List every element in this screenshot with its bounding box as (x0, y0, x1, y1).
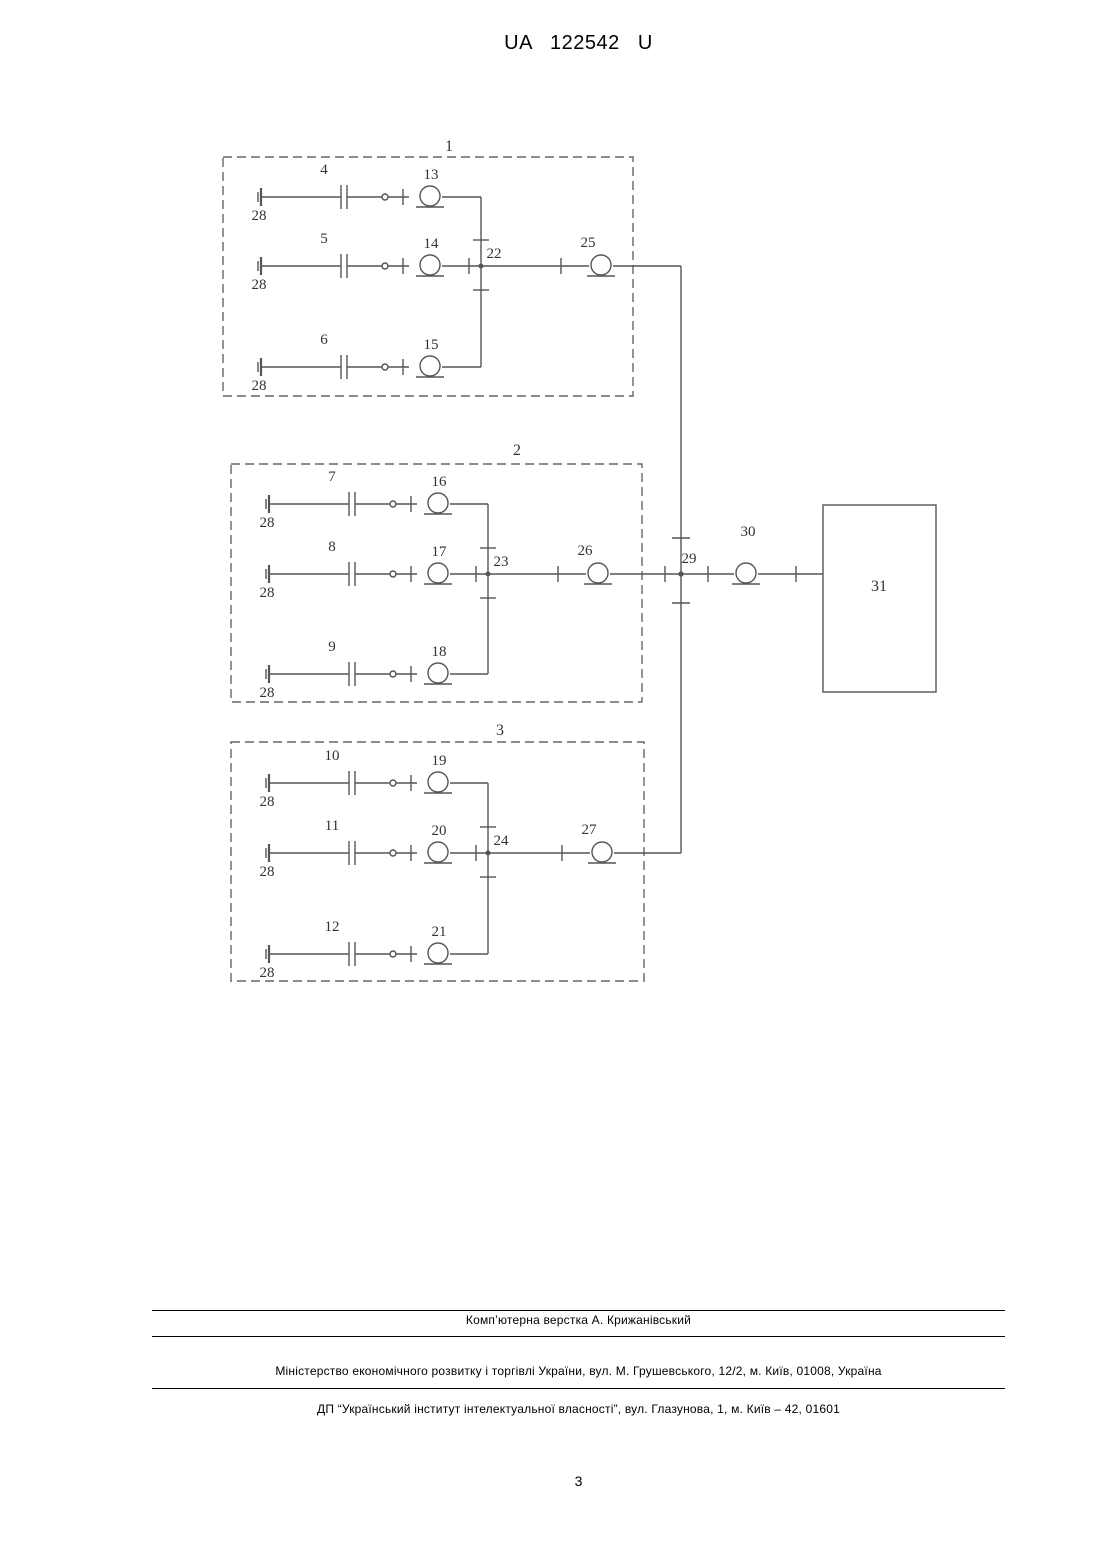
group-3-row-1-transformer (428, 772, 448, 792)
group-3-row-3-transformer-label: 21 (432, 924, 447, 940)
group-1-row-3-transformer-label: 15 (424, 337, 439, 353)
group-3-row-1-ground-label: 28 (260, 794, 275, 810)
group-2-row-3-transformer (428, 663, 448, 683)
main-bus-label: 29 (682, 551, 697, 567)
group-1-row-1-transformer-label: 13 (424, 167, 439, 183)
group-2-row-3-transformer-label: 18 (432, 644, 447, 660)
group-2-row-2-capacitor-label: 8 (328, 539, 336, 555)
group-1-row-2-transformer (420, 255, 440, 275)
group-2-output-transformer-label: 26 (578, 543, 594, 559)
group-1-row-2-ground-label: 28 (252, 277, 267, 293)
group-2-row-1-ground-label: 28 (260, 515, 275, 531)
group-1-row-3-transformer (420, 356, 440, 376)
group-2-label: 2 (513, 442, 521, 459)
group-2-bus-label: 23 (494, 554, 509, 570)
main-transformer-label: 30 (741, 524, 756, 540)
group-1-row-1-switch-contact (382, 194, 388, 200)
group-3-row-3-transformer (428, 943, 448, 963)
group-3-row-2-transformer (428, 842, 448, 862)
group-3-row-1-switch-contact (390, 780, 396, 786)
group-1-bus-label: 22 (487, 246, 502, 262)
page-number: 3 (0, 1473, 1101, 1489)
group-2-row-1-capacitor-label: 7 (328, 469, 336, 485)
group-2-row-1-transformer-label: 16 (432, 474, 448, 490)
group-3-output-transformer-label: 27 (582, 822, 598, 838)
group-2-row-1-transformer (428, 493, 448, 513)
group-3-row-2-transformer-label: 20 (432, 823, 447, 839)
group-1-row-2-transformer-label: 14 (424, 236, 440, 252)
group-3-row-2-capacitor-label: 11 (325, 818, 339, 834)
group-3-row-3-capacitor-label: 12 (325, 919, 340, 935)
footer-rule-middle (152, 1336, 1005, 1337)
group-1-row-2-switch-contact (382, 263, 388, 269)
group-1-label: 1 (445, 138, 453, 155)
circuit-diagram: 1 28 4 13 28 5 14 28 6 15 22 25 2 28 7 16 28 8 17 28 9 18 23 26… (0, 0, 1101, 1100)
group-3-label: 3 (496, 722, 504, 739)
footer-rule-top (152, 1310, 1005, 1311)
group-3-row-2-ground-label: 28 (260, 864, 275, 880)
group-1-row-3-capacitor-label: 6 (320, 332, 328, 348)
institute-address: ДП “Український інститут інтелектуальної… (152, 1402, 1005, 1416)
group-3-output-transformer (592, 842, 612, 862)
group-1-row-3-switch-contact (382, 364, 388, 370)
group-2-row-2-transformer (428, 563, 448, 583)
group-1-row-1-transformer (420, 186, 440, 206)
group-2-row-2-switch-contact (390, 571, 396, 577)
load-block (823, 505, 936, 692)
load-block-label: 31 (871, 578, 887, 595)
footer-rule-bottom (152, 1388, 1005, 1389)
group-1-row-1-capacitor-label: 4 (320, 162, 328, 178)
layout-credit: Комп’ютерна верстка А. Крижанівський (152, 1313, 1005, 1327)
ministry-address: Міністерство економічного розвитку і тор… (152, 1364, 1005, 1378)
group-3-row-3-switch-contact (390, 951, 396, 957)
group-3-row-1-transformer-label: 19 (432, 753, 447, 769)
group-2-row-3-capacitor-label: 9 (328, 639, 336, 655)
group-1-row-2-capacitor-label: 5 (320, 231, 328, 247)
group-2-row-2-ground-label: 28 (260, 585, 275, 601)
group-2-row-1-switch-contact (390, 501, 396, 507)
group-2-row-2-transformer-label: 17 (432, 544, 448, 560)
group-3-row-1-capacitor-label: 10 (325, 748, 340, 764)
main-transformer (736, 563, 756, 583)
group-3-bus-label: 24 (494, 833, 510, 849)
group-2-output-transformer (588, 563, 608, 583)
group-2-row-3-ground-label: 28 (260, 685, 275, 701)
group-2-row-3-switch-contact (390, 671, 396, 677)
group-3-row-2-switch-contact (390, 850, 396, 856)
group-1-row-1-ground-label: 28 (252, 208, 267, 224)
group-3-row-3-ground-label: 28 (260, 965, 275, 981)
group-1-output-transformer (591, 255, 611, 275)
group-1-row-3-ground-label: 28 (252, 378, 267, 394)
group-1-output-transformer-label: 25 (581, 235, 596, 251)
